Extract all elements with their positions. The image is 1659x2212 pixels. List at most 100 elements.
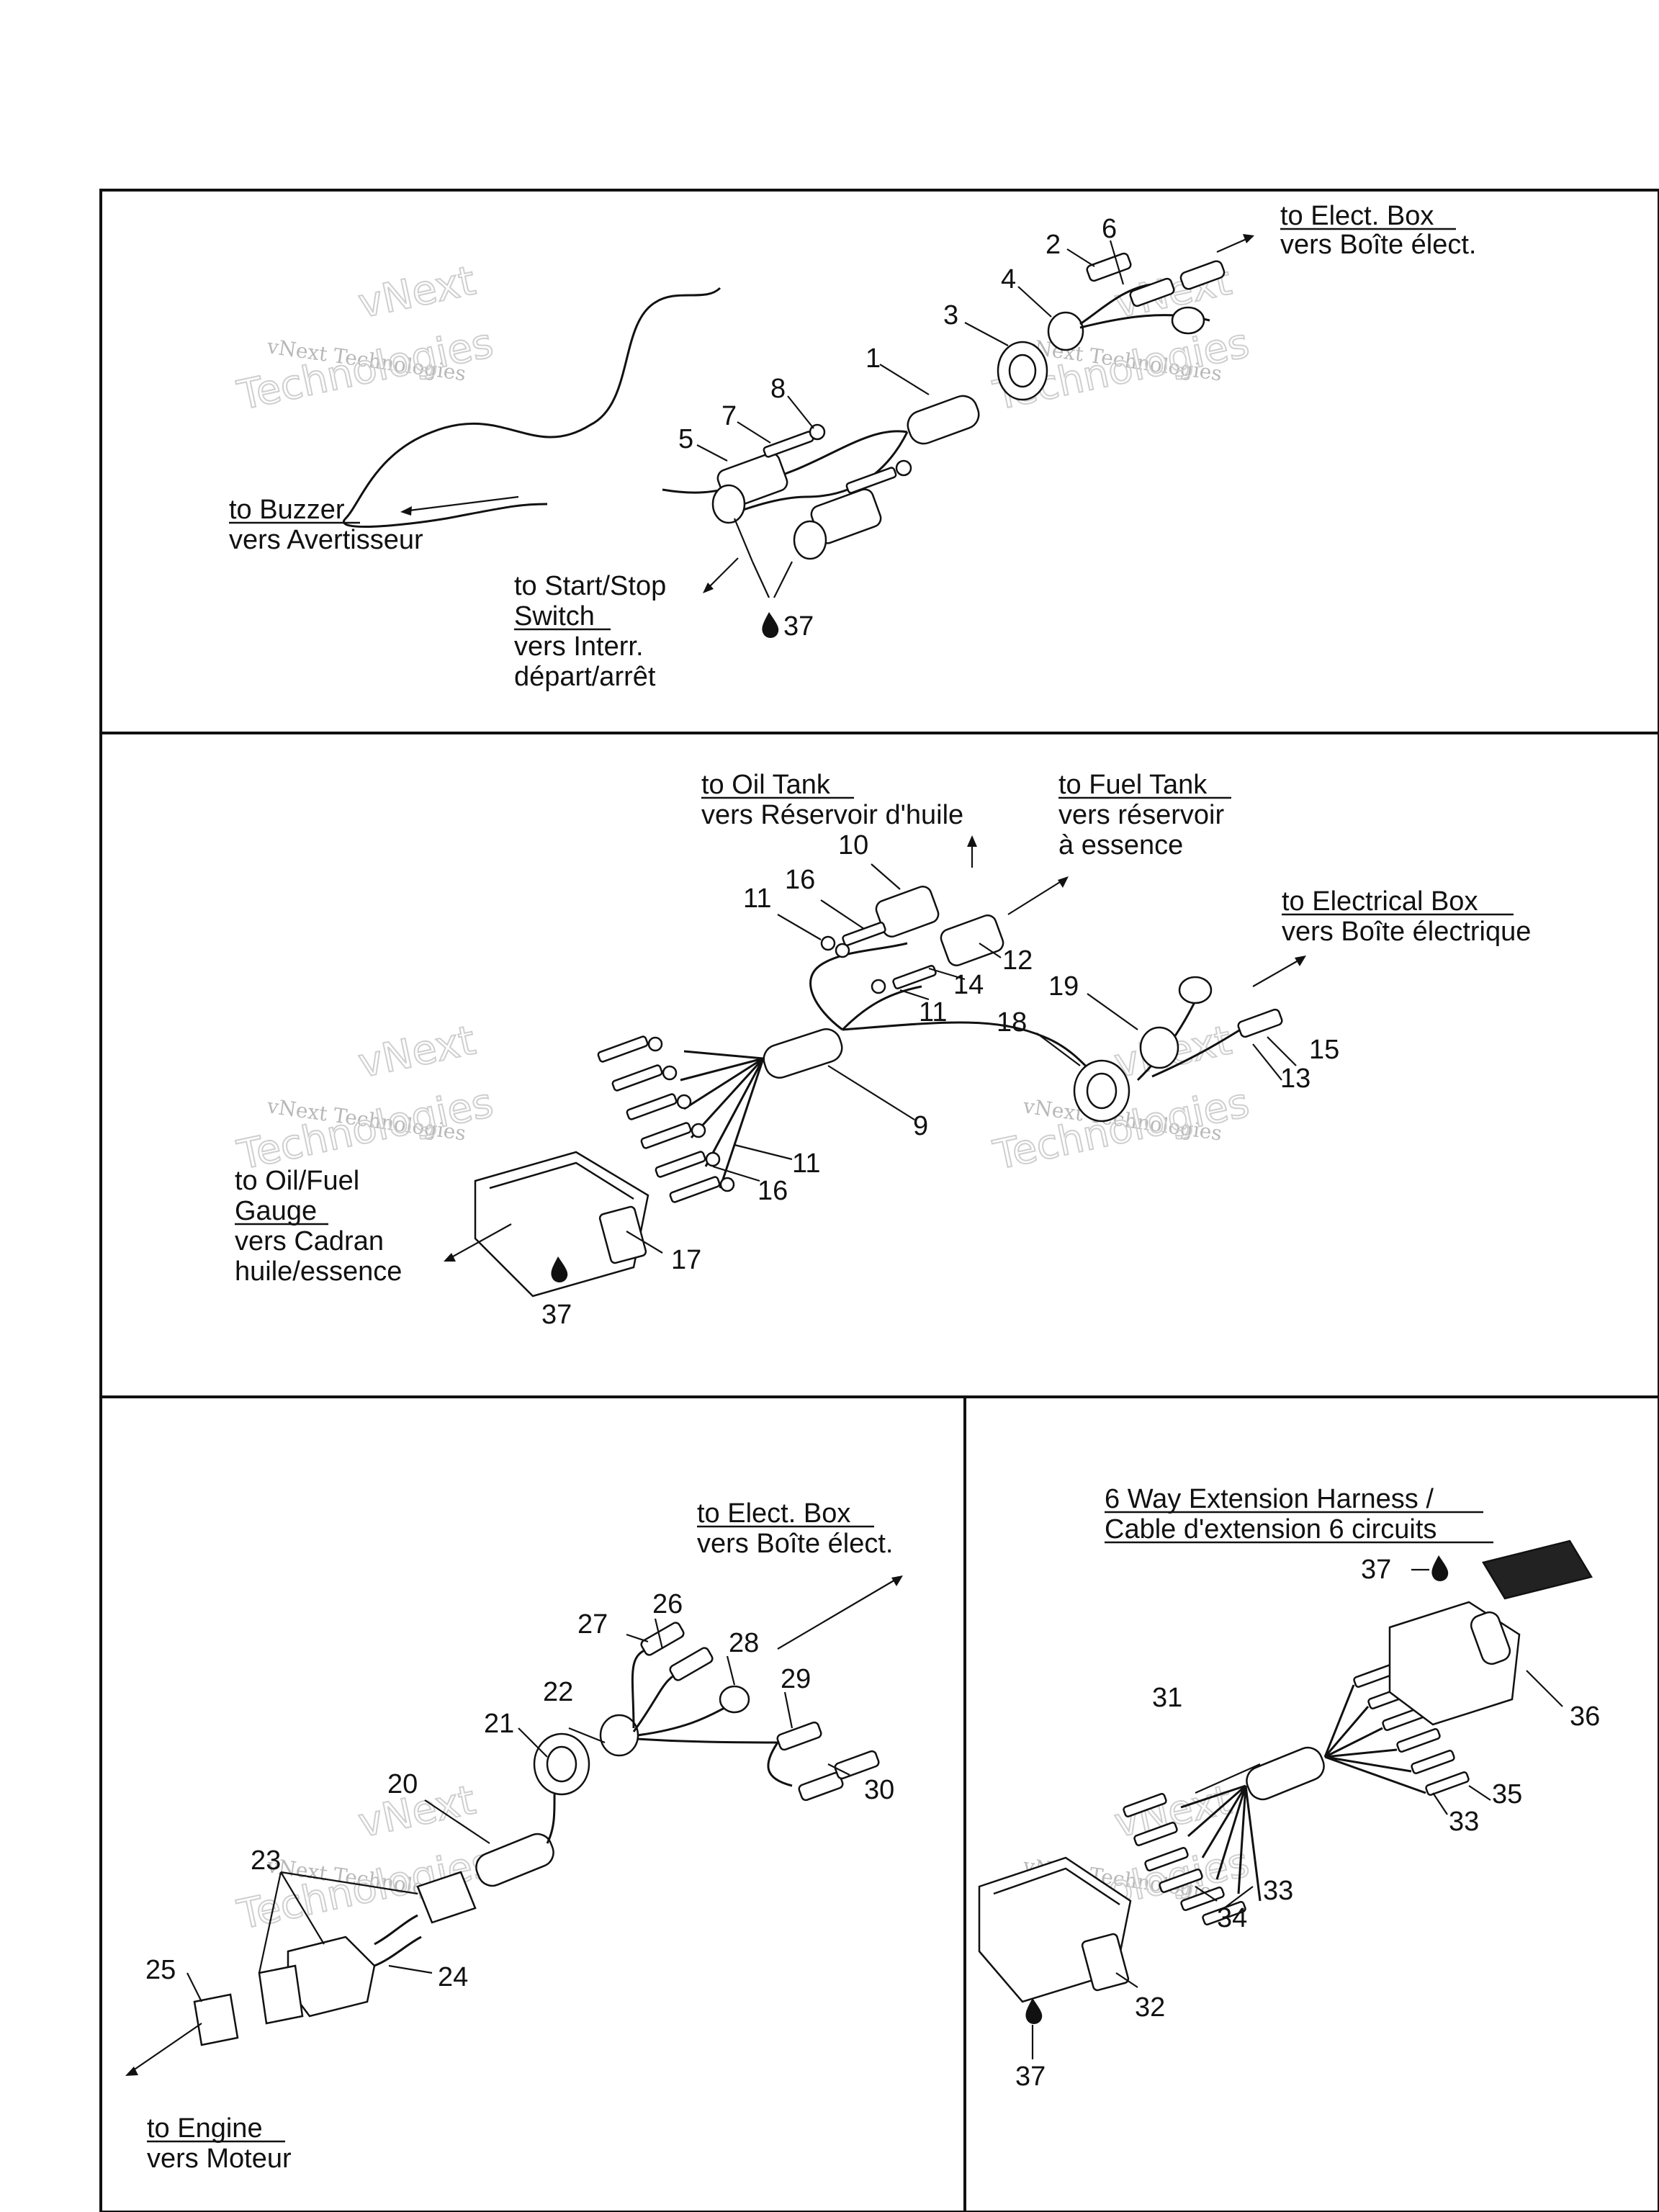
callout-31: 31 <box>1152 1683 1182 1713</box>
panel-1: to Elect. Box vers Boîte élect. to Buzze… <box>229 201 1476 692</box>
ring-terminal <box>1171 306 1205 335</box>
terminal-6 <box>1129 277 1175 307</box>
callout-20: 20 <box>387 1769 418 1799</box>
label-start-stop-fr-1: vers Interr. <box>514 631 644 662</box>
grommet-22 <box>599 1714 639 1757</box>
grommet-4 <box>1047 311 1084 351</box>
panel-3-harness <box>193 1622 880 2046</box>
callout-32: 32 <box>1135 1992 1165 2023</box>
callout-13: 13 <box>1280 1064 1310 1094</box>
panel-4-harness <box>978 1539 1593 2003</box>
label-gauge-fr-1: vers Cadran <box>235 1226 384 1256</box>
label-start-stop-fr-2: départ/arrêt <box>514 662 656 692</box>
panel-2: to Oil Tank vers Réservoir d'huile to Fu… <box>235 770 1531 1330</box>
callout-27: 27 <box>577 1609 608 1640</box>
seal-23 <box>258 1964 304 2025</box>
panel-frames <box>99 189 1659 2212</box>
terminal-15 <box>1237 1008 1283 1038</box>
label-gauge-en-2: Gauge <box>235 1196 317 1226</box>
watermark-1: vNext Technologies Technologies vNext <box>233 256 498 420</box>
svg-text:vNext: vNext <box>354 1017 480 1087</box>
callout-9: 9 <box>913 1111 928 1141</box>
callout-37d: 37 <box>1015 2062 1046 2092</box>
callout-11b: 11 <box>919 997 947 1028</box>
label-start-stop-en-2: Switch <box>514 601 595 631</box>
terminal-27 <box>640 1622 685 1656</box>
callout-23: 23 <box>251 1845 281 1876</box>
callout-36: 36 <box>1570 1701 1600 1732</box>
connector-cap <box>416 1871 477 1924</box>
callout-21: 21 <box>484 1709 514 1739</box>
sealant-drop-icon-2 <box>551 1256 568 1282</box>
terminal-29 <box>776 1721 822 1751</box>
label-fuel-tank-en: to Fuel Tank <box>1058 770 1208 800</box>
callout-26: 26 <box>652 1589 683 1619</box>
callout-22: 22 <box>543 1677 573 1707</box>
callout-3: 3 <box>943 300 958 331</box>
connector-25 <box>193 1993 239 2046</box>
pin-7 <box>763 431 814 458</box>
callout-6: 6 <box>1102 214 1117 244</box>
callout-2: 2 <box>1046 230 1061 260</box>
label-fuel-tank-fr-1: vers réservoir <box>1058 800 1224 830</box>
ring-terminal-2 <box>1178 976 1213 1004</box>
callout-37c: 37 <box>1361 1555 1391 1585</box>
panel-4: 6 Way Extension Harness / Cable d'extens… <box>978 1484 1600 2092</box>
callout-11a: 11 <box>743 884 771 914</box>
terminal-2 <box>1086 252 1132 282</box>
label-buzzer-fr: vers Avertisseur <box>229 525 423 555</box>
panel-4-terminals-left <box>1123 1793 1246 1925</box>
panel-2-terminals <box>597 1035 735 1203</box>
callout-15: 15 <box>1309 1035 1339 1065</box>
label-elect-box-en: to Elect. Box <box>1280 201 1434 231</box>
sealant-drop-icon <box>762 612 779 638</box>
label-start-stop-en-1: to Start/Stop <box>514 571 666 601</box>
callout-33b: 33 <box>1263 1876 1293 1906</box>
callout-4: 4 <box>1001 264 1016 295</box>
callout-14: 14 <box>953 970 984 1000</box>
callout-8: 8 <box>770 374 786 404</box>
sleeve-31 <box>1246 1746 1325 1801</box>
label-engine-en: to Engine <box>147 2113 263 2144</box>
callout-1: 1 <box>866 343 881 374</box>
label-electrical-box-fr: vers Boîte électrique <box>1282 917 1531 947</box>
label-gauge-fr-2: huile/essence <box>235 1256 402 1287</box>
label-electrical-box-en: to Electrical Box <box>1282 886 1478 917</box>
label-oil-tank-en: to Oil Tank <box>701 770 831 800</box>
sleeve-20 <box>475 1833 554 1887</box>
sealant-drop-icon-4 <box>1025 1998 1043 2024</box>
panel-2-harness <box>474 886 1283 1298</box>
callout-29: 29 <box>781 1664 811 1694</box>
connector-10 <box>875 886 940 938</box>
grommet-19 <box>1139 1026 1179 1069</box>
label-p3-elect-box-en: to Elect. Box <box>697 1498 850 1529</box>
callout-35: 35 <box>1492 1779 1522 1809</box>
connector-12 <box>940 914 1004 966</box>
label-fuel-tank-fr-2: à essence <box>1058 830 1183 860</box>
label-harness-title-2: Cable d'extension 6 circuits <box>1105 1514 1437 1545</box>
callout-24: 24 <box>438 1962 468 1992</box>
panel-1-harness <box>342 252 1226 560</box>
callout-19: 19 <box>1048 971 1079 1002</box>
callout-5: 5 <box>678 424 693 454</box>
callout-17: 17 <box>671 1245 701 1275</box>
callout-34: 34 <box>1217 1903 1247 1933</box>
sleeve-9 <box>763 1028 843 1079</box>
terminal-26 <box>669 1647 714 1681</box>
label-oil-tank-fr: vers Réservoir d'huile <box>701 800 963 830</box>
label-gauge-en-1: to Oil/Fuel <box>235 1166 359 1196</box>
seal-36 <box>1482 1539 1593 1600</box>
callout-11c: 11 <box>792 1148 820 1179</box>
callout-25: 25 <box>145 1955 176 1985</box>
panel-3: to Elect. Box vers Boîte élect. to Engin… <box>125 1498 903 2174</box>
callout-18: 18 <box>997 1007 1027 1038</box>
label-p3-elect-box-fr: vers Boîte élect. <box>697 1529 893 1559</box>
callout-33a: 33 <box>1449 1807 1479 1837</box>
sealant-drop-icon-3 <box>1431 1555 1449 1581</box>
label-engine-fr: vers Moteur <box>147 2144 292 2174</box>
callout-16b: 16 <box>757 1176 788 1206</box>
callout-10: 10 <box>838 830 868 860</box>
callout-12: 12 <box>1002 945 1033 976</box>
callout-28: 28 <box>729 1628 759 1658</box>
